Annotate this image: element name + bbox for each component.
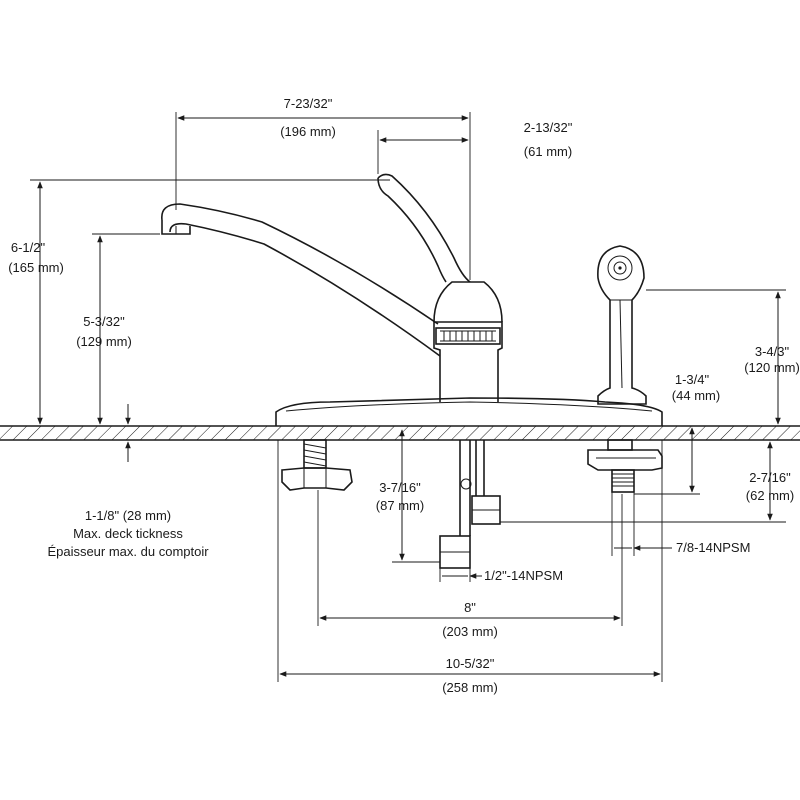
overall-width-metric: (258 mm)	[442, 680, 498, 695]
supply-tubes	[439, 440, 501, 569]
dim-spray-height: 3-4/3" (120 mm)	[646, 289, 800, 425]
dim-spray-base: 1-3/4" (44 mm)	[634, 372, 720, 495]
deck-thickness-imperial: 1-1/8" (28 mm)	[85, 508, 171, 523]
spout	[161, 203, 441, 357]
spray-shank-metric: (62 mm)	[746, 488, 794, 503]
center-spread-metric: (203 mm)	[442, 624, 498, 639]
dim-center-spread: 8" (203 mm)	[317, 490, 623, 639]
side-spray	[597, 245, 647, 405]
overall-width-imperial: 10-5/32"	[446, 656, 495, 671]
faucet-body	[433, 281, 503, 402]
collar-knurl	[440, 330, 496, 342]
supply-length-imperial: 3-7/16"	[379, 480, 421, 495]
handle-offset-imperial: 2-13/32"	[524, 120, 573, 135]
supply-length-metric: (87 mm)	[376, 498, 424, 513]
spout-height-imperial: 5-3/32"	[83, 314, 125, 329]
spray-shank-imperial: 2-7/16"	[749, 470, 791, 485]
spray-base-metric: (44 mm)	[672, 388, 720, 403]
dim-deck-thickness: 1-1/8" (28 mm) Max. deck tickness Épaiss…	[47, 404, 209, 559]
dim-spout-reach: 7-23/32" (196 mm)	[175, 96, 471, 280]
spray-height-imperial: 3-4/3"	[755, 344, 790, 359]
deck-thickness-label-fr: Épaisseur max. du comptoir	[47, 544, 209, 559]
spray-thread-label: 7/8-14NPSM	[676, 540, 750, 555]
deck-plate	[275, 397, 663, 426]
supply-thread-label: 1/2"-14NPSM	[484, 568, 563, 583]
dim-supply-length: 3-7/16" (87 mm)	[376, 429, 440, 563]
spout-reach-metric: (196 mm)	[280, 124, 336, 139]
spray-shank-nut	[587, 439, 663, 493]
deck-thickness-label-en: Max. deck tickness	[73, 526, 183, 541]
countertop	[0, 425, 800, 441]
dim-handle-offset: 2-13/32" (61 mm)	[377, 120, 573, 174]
overall-height-metric: (165 mm)	[8, 260, 64, 275]
dim-spray-thread: 7/8-14NPSM	[611, 492, 750, 556]
handle-offset-metric: (61 mm)	[524, 144, 572, 159]
dim-spout-height: 5-3/32" (129 mm)	[76, 233, 160, 425]
spout-height-metric: (129 mm)	[76, 334, 132, 349]
overall-height-imperial: 6-1/2"	[11, 240, 46, 255]
lever-handle	[377, 173, 471, 283]
dim-spray-shank: 2-7/16" (62 mm)	[500, 441, 794, 523]
center-spread-imperial: 8"	[464, 600, 476, 615]
dim-overall-width: 10-5/32" (258 mm)	[277, 440, 663, 695]
mounting-stud	[281, 439, 353, 491]
dim-overall-height: 6-1/2" (165 mm)	[8, 179, 390, 425]
spout-reach-imperial: 7-23/32"	[284, 96, 333, 111]
spray-base-imperial: 1-3/4"	[675, 372, 710, 387]
spray-height-metric: (120 mm)	[744, 360, 800, 375]
dim-supply-thread: 1/2"-14NPSM	[439, 568, 563, 583]
